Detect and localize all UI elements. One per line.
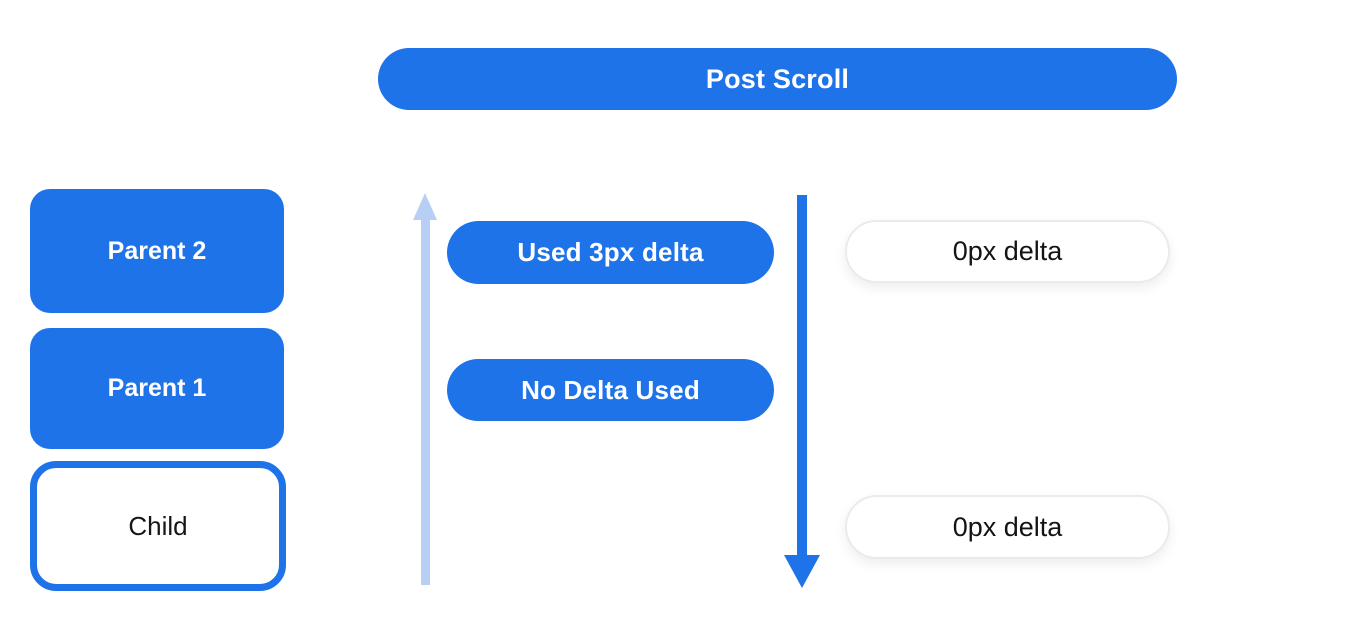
parent-2-label: Parent 2 — [107, 236, 207, 265]
zero-delta-pill-top: 0px delta — [845, 220, 1170, 283]
parent-1-box: Parent 1 — [30, 328, 284, 449]
zero-delta-top-label: 0px delta — [952, 236, 1063, 266]
no-delta-pill: No Delta Used — [447, 359, 774, 421]
parent-2-box: Parent 2 — [30, 189, 284, 313]
zero-delta-pill-bottom: 0px delta — [845, 495, 1170, 559]
used-delta-pill: Used 3px delta — [447, 221, 774, 284]
child-label: Child — [128, 510, 188, 541]
post-scroll-banner: Post Scroll — [378, 48, 1177, 110]
up-arrow-shaft — [420, 220, 430, 585]
up-arrowhead-icon — [413, 193, 437, 220]
child-box: Child — [30, 461, 286, 591]
banner-label: Post Scroll — [705, 63, 850, 94]
down-arrow-shaft — [797, 195, 807, 555]
no-delta-label: No Delta Used — [521, 374, 700, 405]
used-delta-label: Used 3px delta — [517, 237, 704, 267]
zero-delta-bottom-label: 0px delta — [952, 511, 1063, 542]
scroll-up-arrow-icon — [413, 193, 437, 585]
scroll-down-arrow-icon — [784, 195, 820, 588]
parent-1-label: Parent 1 — [107, 374, 207, 402]
down-arrowhead-icon — [784, 555, 820, 588]
